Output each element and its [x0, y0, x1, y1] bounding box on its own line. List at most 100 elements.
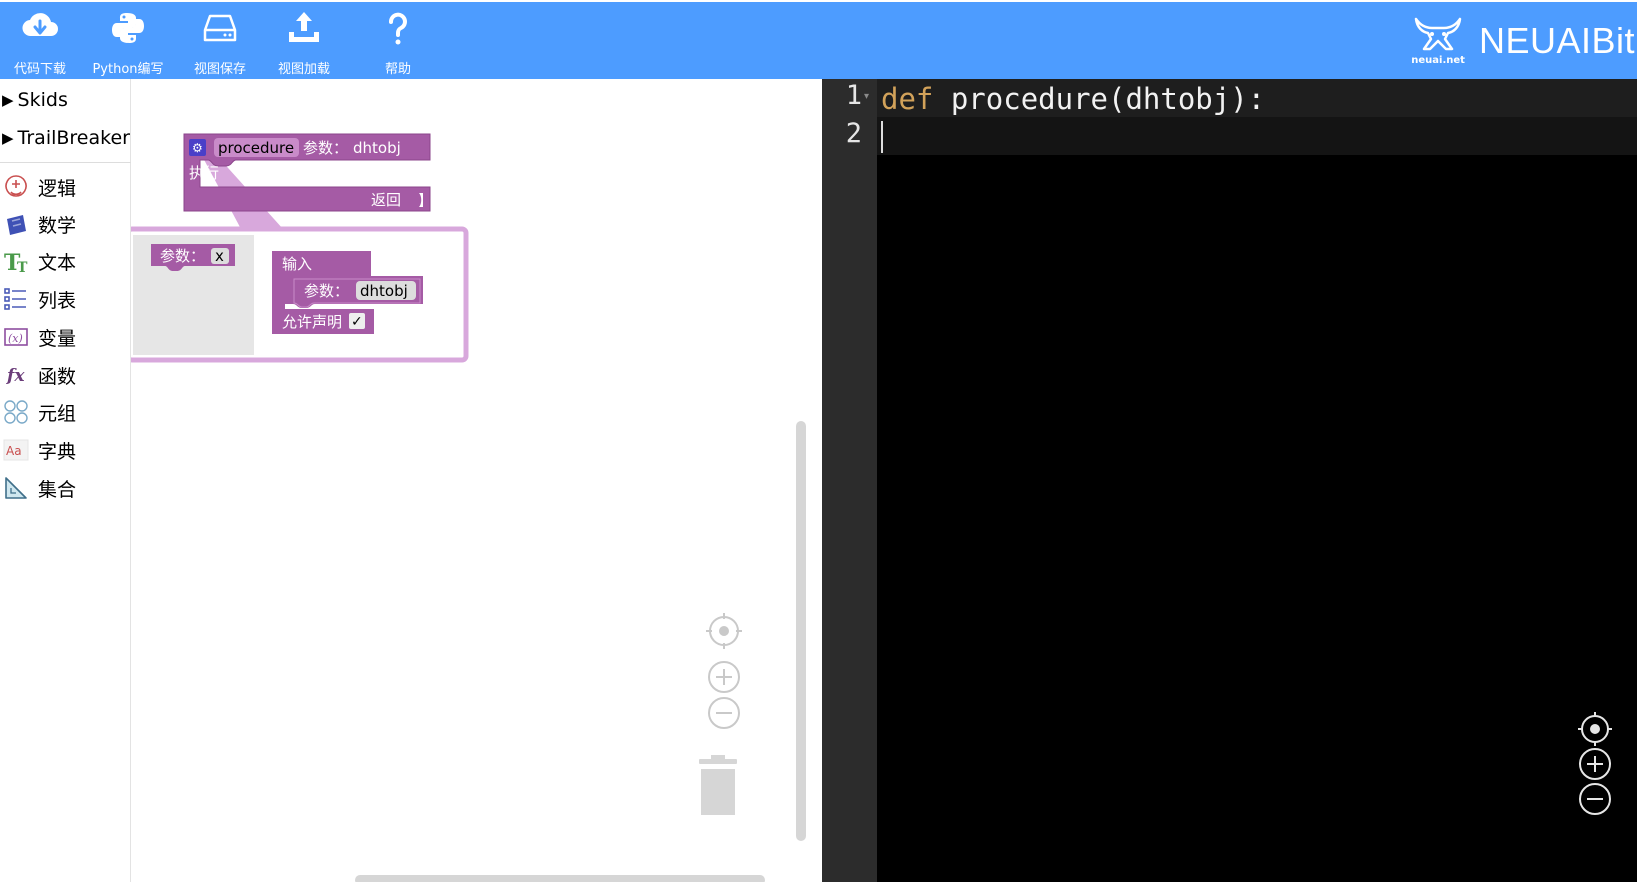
function-icon: fx	[2, 361, 30, 389]
do-label: 执行	[189, 164, 219, 182]
category-dictionary[interactable]: Aa 字典	[2, 433, 129, 467]
category-variable[interactable]: (x) 变量	[2, 320, 129, 354]
folder-skids[interactable]: ▶ Skids	[2, 84, 68, 116]
category-label: 列表	[38, 289, 77, 312]
category-logic[interactable]: 逻辑	[2, 170, 129, 204]
tuple-icon	[2, 398, 30, 426]
brand-subtitle: neuai.net	[1411, 55, 1465, 66]
category-label: 文本	[38, 251, 77, 274]
params-label: 参数：	[303, 139, 348, 157]
save-view-button[interactable]: 视图保存	[180, 8, 260, 78]
panel-divider[interactable]	[809, 79, 822, 882]
brand: neuai.net NEUAIBit	[1411, 2, 1637, 79]
logic-icon	[2, 173, 30, 201]
category-label: 元组	[38, 402, 77, 425]
category-function[interactable]: fx 函数	[2, 358, 129, 392]
hard-drive-icon	[203, 14, 237, 42]
help-label: 帮助	[384, 62, 411, 77]
code-download-button[interactable]: 代码下载	[0, 8, 80, 78]
code-line-1	[877, 79, 1637, 117]
category-set[interactable]: 集合	[2, 471, 129, 505]
line-number: 1	[845, 80, 862, 111]
mutator-bubble: 参数： x 输入 参数： dhtobj 允许声明 ✓	[131, 226, 469, 363]
cloud-download-icon	[22, 13, 58, 37]
mutator-gear-icon[interactable]	[189, 139, 206, 156]
editor-zoom-out-button[interactable]	[1579, 783, 1611, 815]
python-editor-button[interactable]: Python编写	[88, 8, 168, 78]
category-math[interactable]: 数学	[2, 207, 129, 241]
mutator-inputs-block[interactable]: 输入 参数： dhtobj 允许声明 ✓	[272, 251, 423, 334]
svg-text:T: T	[17, 260, 28, 274]
help-icon	[389, 12, 407, 45]
workspace-horizontal-scrollbar[interactable]	[355, 875, 765, 882]
variable-icon: (x)	[2, 323, 30, 351]
mutator-param-block[interactable]: 参数： x	[151, 244, 235, 271]
bull-logo-icon	[1414, 17, 1462, 51]
svg-text:T: T	[4, 250, 21, 274]
gear-glyph: ⚙	[192, 141, 203, 155]
category-list[interactable]: 列表	[2, 282, 129, 316]
category-label: 函数	[38, 365, 77, 388]
mutator-param-value: x	[215, 247, 224, 265]
allow-statements-checkbox[interactable]	[349, 313, 365, 329]
expand-triangle-icon: ▶	[2, 129, 14, 147]
category-label: 字典	[38, 440, 77, 463]
mutator-param-label: 参数：	[160, 247, 205, 265]
fold-arrow-icon[interactable]: ▾	[864, 91, 870, 102]
category-label: 数学	[38, 214, 77, 237]
procedure-name-field[interactable]	[214, 138, 299, 157]
expand-triangle-icon: ▶	[2, 91, 14, 109]
category-label: 集合	[38, 478, 77, 501]
inputs-label: 输入	[282, 255, 312, 273]
load-view-button[interactable]: 视图加载	[264, 8, 344, 78]
zoom-out-button[interactable]	[708, 697, 740, 729]
recenter-button[interactable]	[706, 613, 742, 649]
text-cursor	[881, 121, 883, 153]
checkmark: ✓	[351, 314, 363, 330]
keyword-def: def	[881, 82, 934, 116]
editor-zoom-in-button[interactable]	[1579, 748, 1611, 780]
function-signature: procedure(dhtobj):	[933, 82, 1266, 116]
dictionary-icon: Aa	[2, 436, 30, 464]
code-line-1-text: def procedure(dhtobj):	[881, 79, 1265, 117]
help-button[interactable]: 帮助	[358, 8, 438, 78]
toolbar: 代码下载 Python编写 视图保存 视图加载 帮助	[0, 0, 1637, 79]
trash-can-icon[interactable]	[699, 755, 737, 815]
svg-text:Aa: Aa	[6, 444, 22, 458]
return-label: 返回	[371, 191, 401, 209]
editor-recenter-button[interactable]	[1578, 712, 1612, 746]
params-value: dhtobj	[353, 139, 401, 157]
svg-text:(x): (x)	[8, 332, 23, 345]
blocks-workspace[interactable]: ⚙ procedure 参数： dhtobj 执行 返回 参数： x 输入	[131, 79, 809, 882]
folder-label: Skids	[17, 89, 68, 111]
category-label: 变量	[38, 327, 77, 350]
brand-logo: neuai.net	[1411, 15, 1465, 66]
arg-value: dhtobj	[360, 282, 408, 300]
allow-statements-label: 允许声明	[282, 313, 342, 331]
brand-name: NEUAIBit	[1478, 19, 1635, 61]
list-icon	[2, 285, 30, 313]
editor-view-controls	[1578, 712, 1612, 815]
set-icon	[2, 474, 30, 502]
workspace-vertical-scrollbar[interactable]	[796, 421, 806, 841]
zoom-in-button[interactable]	[708, 661, 740, 693]
python-code-editor[interactable]: 1 ▾ 2 def procedure(dhtobj):	[822, 79, 1637, 882]
line-number: 2	[845, 118, 862, 149]
code-download-label: 代码下载	[13, 62, 66, 77]
folder-trailbreaker[interactable]: ▶ TrailBreaker	[2, 122, 130, 154]
arg-label: 参数：	[304, 282, 349, 300]
sidebar-divider	[0, 162, 131, 163]
blocks-canvas: ⚙ procedure 参数： dhtobj 执行 返回 参数： x 输入	[131, 133, 742, 815]
svg-text:fx: fx	[6, 366, 25, 386]
procedure-definition-block[interactable]: ⚙ procedure 参数： dhtobj 执行 返回	[183, 133, 431, 212]
math-icon	[2, 210, 30, 238]
procedure-name-text: procedure	[218, 139, 294, 157]
category-tuple[interactable]: 元组	[2, 395, 129, 429]
folder-label: TrailBreaker	[17, 127, 130, 149]
upload-icon	[289, 12, 319, 42]
code-line-2-active	[877, 117, 1637, 155]
load-view-label: 视图加载	[277, 62, 330, 77]
